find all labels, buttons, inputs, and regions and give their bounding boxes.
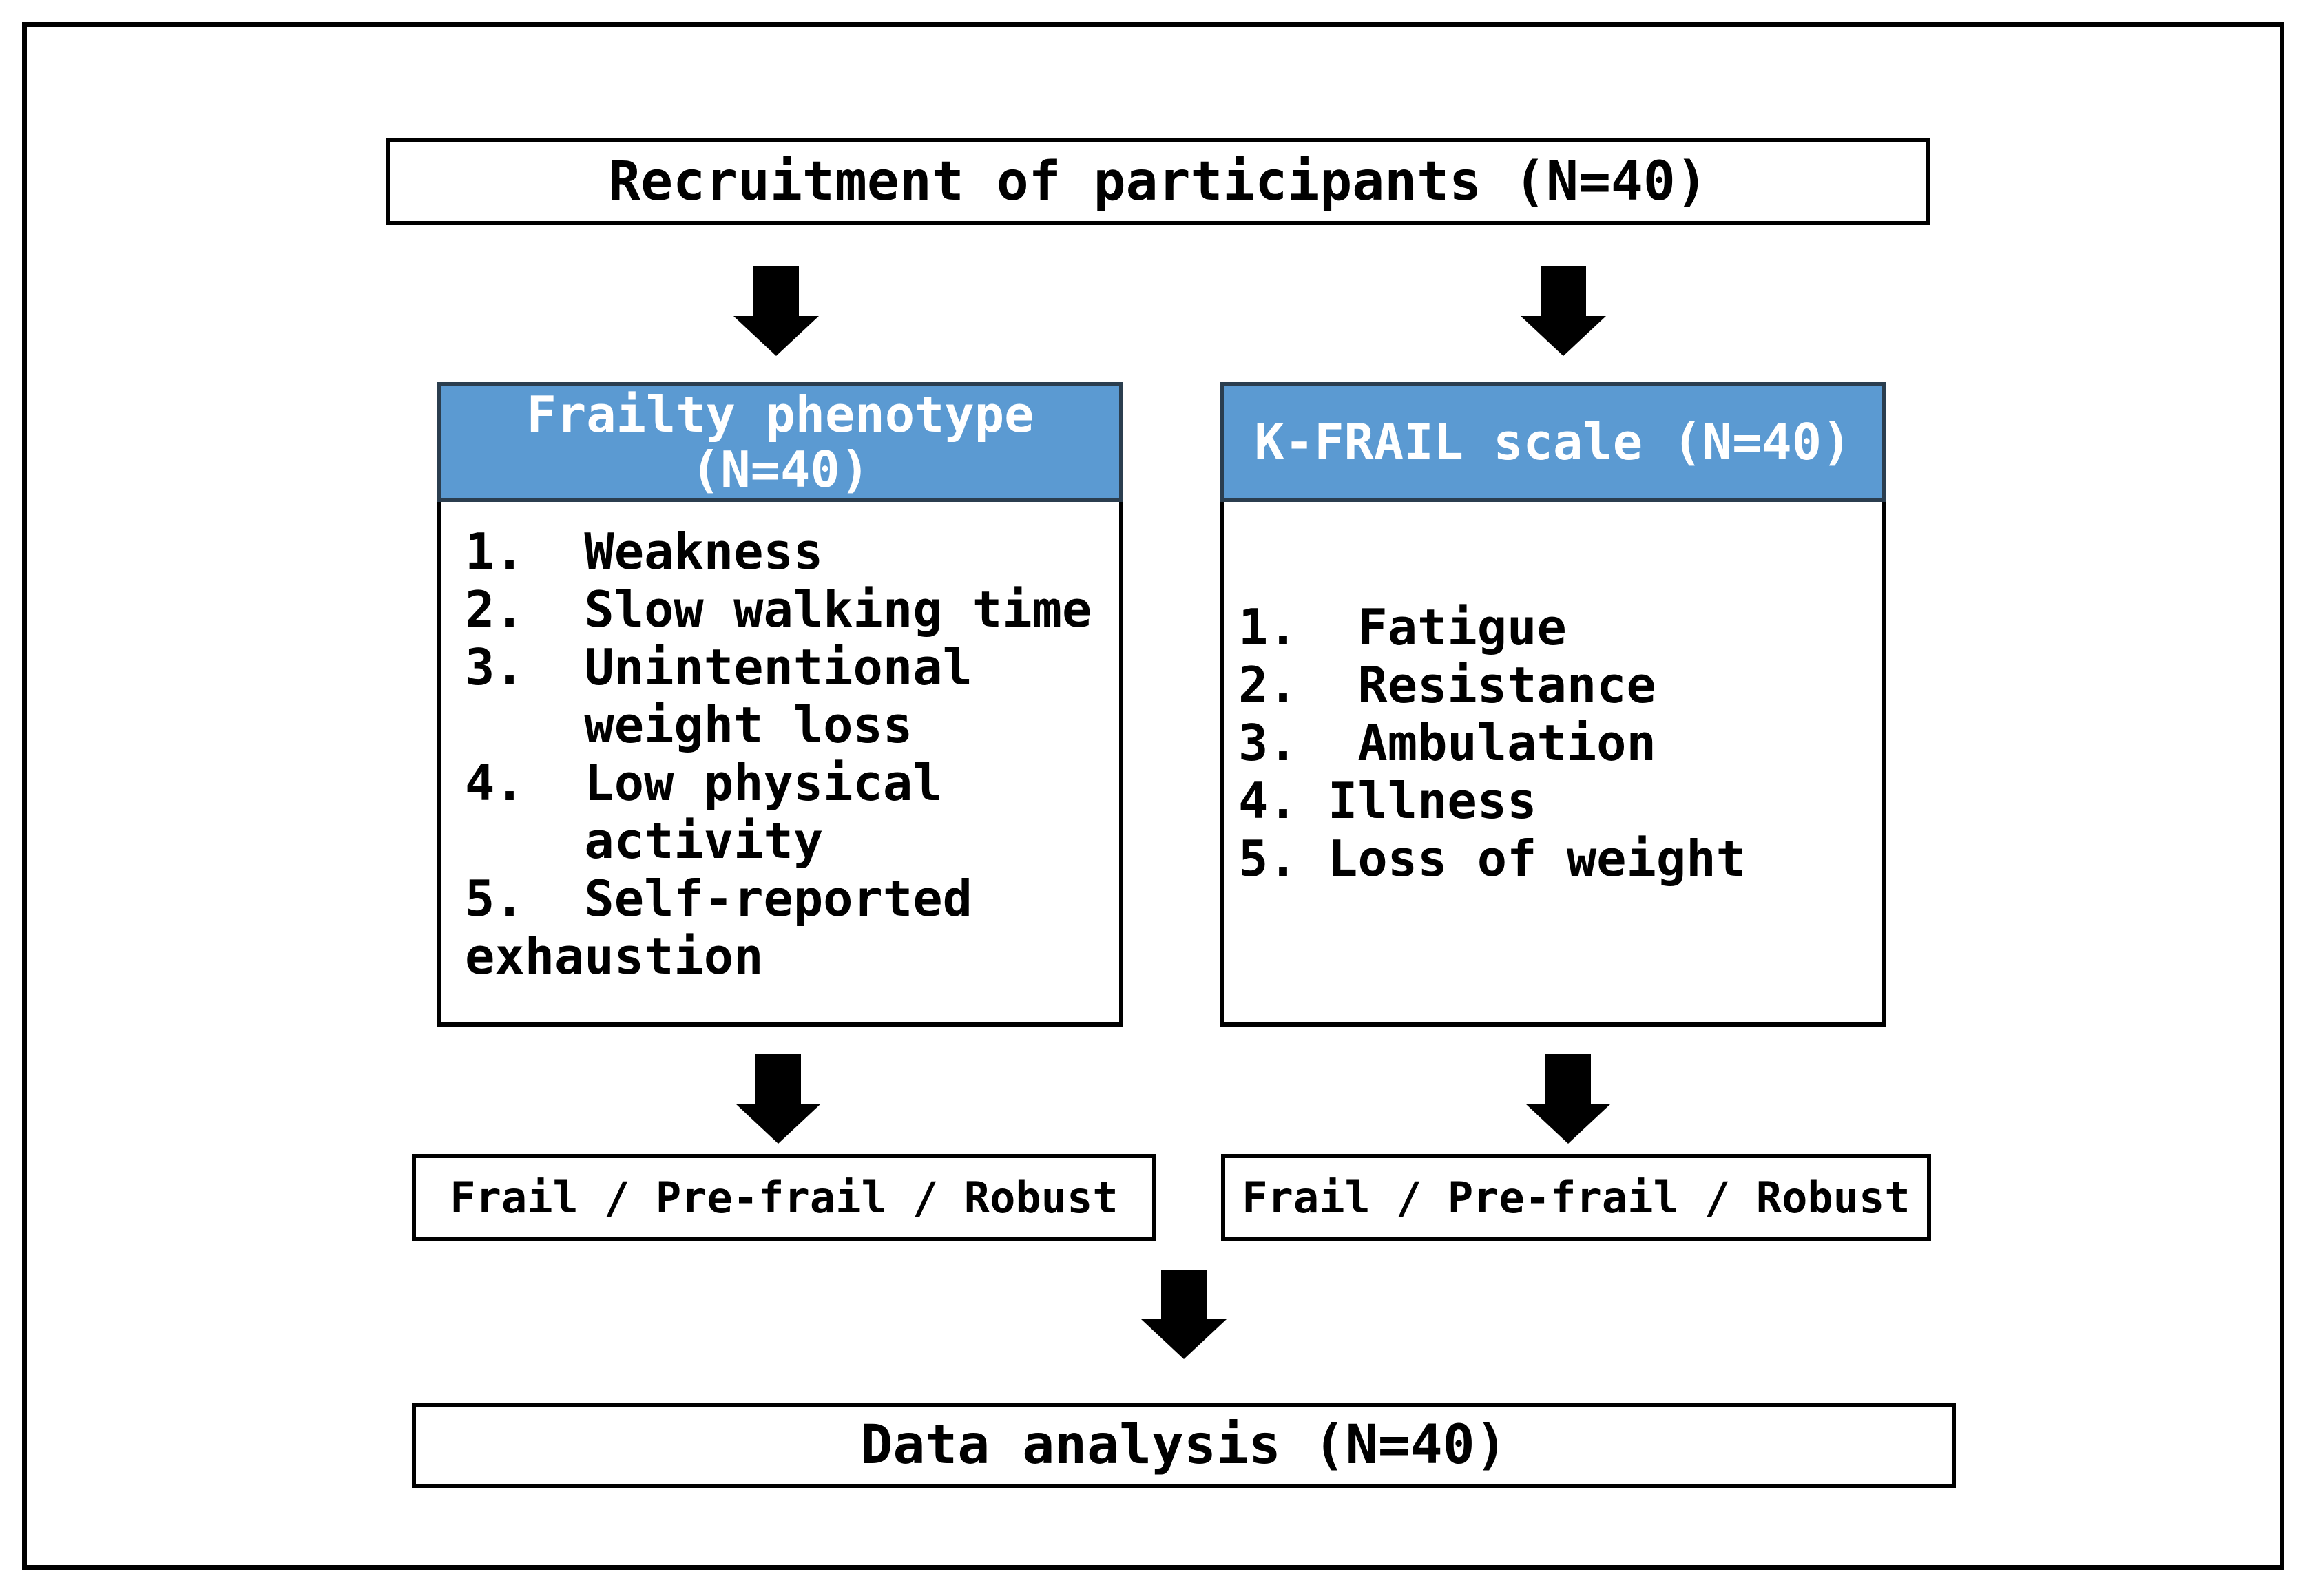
recruitment-label: Recruitment of participants (N=40) [608, 150, 1708, 213]
down-arrow-left-top [733, 266, 819, 356]
list-item: 2. Resistance [1238, 656, 1656, 714]
down-arrow-right-top [1521, 266, 1606, 356]
kfrail-scale-list: 1. Fatigue 2. Resistance 3. Ambulation 4… [1220, 502, 1886, 1027]
list-item: 3. Ambulation [1238, 714, 1656, 772]
arrow-head [736, 1104, 821, 1144]
data-analysis-box: Data analysis (N=40) [412, 1403, 1956, 1488]
arrow-shaft [1541, 266, 1586, 316]
list-item: 3. Unintentional [465, 638, 972, 696]
list-item-continuation: weight loss [465, 696, 913, 754]
list-item: 2. Slow walking time [465, 580, 1092, 638]
arrow-head [1521, 316, 1606, 356]
down-arrow-center [1141, 1270, 1227, 1359]
list-item: 4. Illness [1238, 772, 1537, 830]
frailty-outcome-label: Frail / Pre-frail / Robust [450, 1173, 1118, 1223]
arrow-shaft [1161, 1270, 1207, 1319]
frailty-outcome-box: Frail / Pre-frail / Robust [412, 1154, 1156, 1241]
arrow-shaft [755, 1054, 801, 1104]
frailty-phenotype-panel: Frailty phenotype (N=40) 1. Weakness 2. … [437, 382, 1123, 1027]
data-analysis-label: Data analysis (N=40) [860, 1414, 1508, 1476]
arrow-head [733, 316, 819, 356]
list-item: 1. Weakness [465, 523, 824, 580]
frailty-phenotype-title-line2: (N=40) [690, 441, 871, 498]
down-arrow-left-middle [736, 1054, 821, 1144]
frailty-phenotype-title-line1: Frailty phenotype [526, 386, 1034, 443]
arrow-head [1525, 1104, 1611, 1144]
kfrail-scale-panel: K-FRAIL scale (N=40) 1. Fatigue 2. Resis… [1220, 382, 1886, 1027]
frailty-phenotype-list: 1. Weakness 2. Slow walking time 3. Unin… [437, 502, 1123, 1027]
list-item-continuation: exhaustion [465, 927, 764, 985]
figure-border: Recruitment of participants (N=40) Frail… [22, 22, 2284, 1570]
kfrail-outcome-label: Frail / Pre-frail / Robust [1242, 1173, 1910, 1223]
recruitment-box: Recruitment of participants (N=40) [386, 138, 1930, 225]
down-arrow-right-middle [1525, 1054, 1611, 1144]
kfrail-scale-header: K-FRAIL scale (N=40) [1220, 382, 1886, 502]
arrow-shaft [753, 266, 799, 316]
arrow-shaft [1545, 1054, 1591, 1104]
kfrail-scale-title: K-FRAIL scale (N=40) [1254, 413, 1852, 471]
frailty-phenotype-header: Frailty phenotype (N=40) [437, 382, 1123, 502]
list-item: 5. Loss of weight [1238, 830, 1746, 888]
list-item-continuation: activity [465, 812, 824, 870]
arrow-head [1141, 1319, 1227, 1359]
kfrail-outcome-box: Frail / Pre-frail / Robust [1221, 1154, 1931, 1241]
list-item: 4. Low physical [465, 754, 943, 812]
list-item: 1. Fatigue [1238, 598, 1567, 656]
list-item: 5. Self-reported [465, 870, 972, 927]
